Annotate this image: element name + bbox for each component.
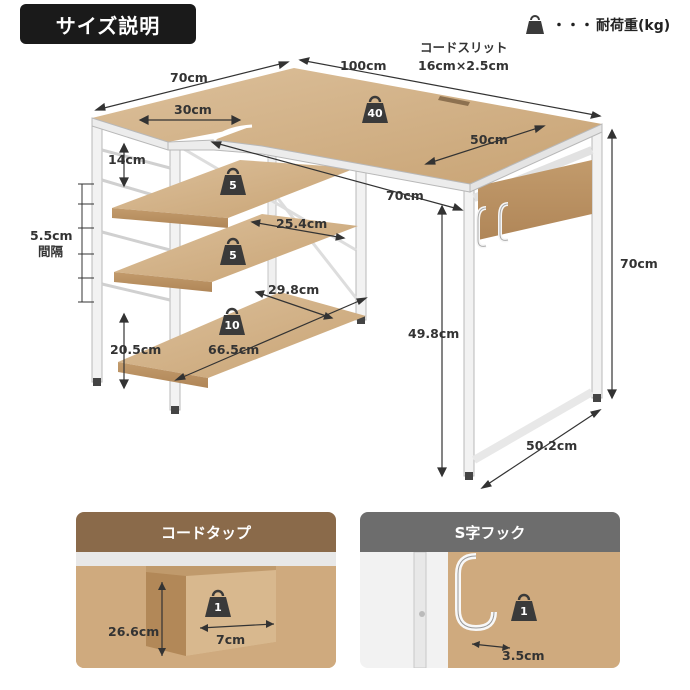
- load-value: 10: [224, 319, 240, 332]
- load-badge-shelf1: 5: [219, 166, 247, 196]
- weight-icon: [220, 237, 246, 265]
- cord-slit-label: コードスリット: [420, 40, 508, 55]
- dim-bottom-gap: 20.5cm: [110, 342, 162, 357]
- dim-shelf-gap: 14cm: [108, 152, 146, 167]
- dim-corner-depth: 30cm: [174, 102, 212, 117]
- load-badge-s-hook: 1: [510, 592, 538, 622]
- dim-leg-depth: 50.2cm: [526, 438, 578, 453]
- dim-shelf-width: 66.5cm: [208, 342, 260, 357]
- dim-shelf2-depth: 25.4cm: [276, 216, 328, 231]
- load-badge-top: 40: [361, 94, 389, 124]
- dim-leg-clearance: 49.8cm: [408, 326, 460, 341]
- card-cord-tray: コードタップ 1 26.6cm 7cm: [76, 512, 336, 668]
- load-value: 1: [214, 601, 222, 614]
- weight-icon: [511, 593, 537, 621]
- card-title: コードタップ: [160, 523, 251, 542]
- card-s-hook: S字フック 1 3.5cm: [360, 512, 620, 668]
- dim-cord-tray-width: 7cm: [216, 632, 246, 647]
- dim-shelf-interval-label: 間隔: [38, 244, 64, 259]
- legend-dots: ・・・: [552, 18, 594, 34]
- dim-s-hook-width: 3.5cm: [502, 648, 545, 663]
- load-value: 40: [367, 107, 383, 120]
- weight-icon: [219, 307, 245, 335]
- right-unit-frame: [463, 125, 603, 480]
- card-cord-tray-header: コードタップ: [76, 512, 336, 552]
- load-value: 1: [520, 605, 528, 618]
- weight-icon: [526, 15, 544, 34]
- section-title: サイズ説明: [20, 4, 196, 44]
- load-badge-shelf2: 5: [219, 236, 247, 266]
- dim-shelf-interval: 5.5cm: [30, 228, 73, 243]
- legend: ・・・ 耐荷重(kg): [524, 10, 670, 40]
- tabletop: [91, 68, 603, 193]
- dim-inner-length: 70cm: [386, 188, 424, 203]
- dim-shelf3-depth: 29.8cm: [268, 282, 320, 297]
- dim-cord-tray-height: 26.6cm: [108, 624, 160, 639]
- dim-width-main: 100cm: [340, 58, 387, 73]
- card-s-hook-header: S字フック: [360, 512, 620, 552]
- load-badge-cord-tray: 1: [204, 588, 232, 618]
- dim-height: 70cm: [620, 256, 658, 271]
- desk-illustration: [78, 57, 617, 489]
- dimension-lines: [78, 57, 617, 489]
- dim-width-left: 70cm: [170, 70, 208, 85]
- card-s-hook-image: [360, 552, 620, 668]
- weight-icon: [205, 589, 231, 617]
- weight-icon: [220, 167, 246, 195]
- cord-slit-size: 16cm×2.5cm: [418, 58, 509, 73]
- weight-icon: [362, 95, 388, 123]
- section-title-text: サイズ説明: [55, 13, 161, 38]
- card-title: S字フック: [454, 523, 526, 542]
- legend-text: 耐荷重(kg): [596, 18, 671, 34]
- load-badge-shelf3: 10: [218, 306, 246, 336]
- dim-main-depth: 50cm: [470, 132, 508, 147]
- load-value: 5: [229, 179, 237, 192]
- load-value: 5: [229, 249, 237, 262]
